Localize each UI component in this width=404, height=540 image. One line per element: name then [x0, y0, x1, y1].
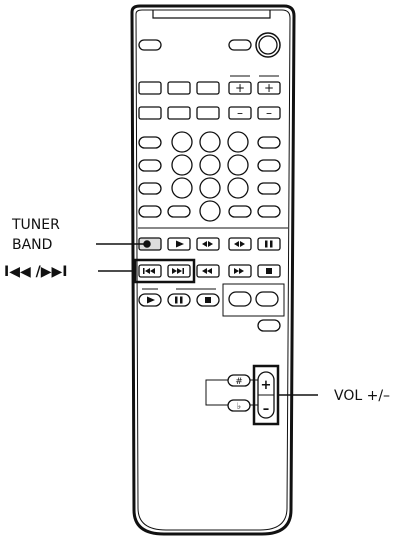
tuner-label: TUNER — [11, 217, 60, 233]
rect-button[interactable] — [138, 81, 162, 95]
oval-button[interactable] — [138, 205, 162, 218]
number-button[interactable] — [227, 131, 249, 153]
pause-icon — [270, 240, 273, 248]
flat-glyph: ♭ — [237, 402, 241, 412]
stop-icon — [205, 297, 211, 303]
seek-icon — [202, 241, 213, 247]
oval-button[interactable] — [228, 39, 252, 51]
transport-row-3 — [138, 283, 285, 332]
minus-button[interactable] — [257, 106, 281, 120]
plus-glyph: + — [235, 81, 245, 95]
rect-button[interactable] — [167, 81, 191, 95]
number-button[interactable] — [171, 154, 193, 176]
oval-button[interactable] — [138, 159, 162, 172]
oval-button[interactable] — [228, 291, 252, 307]
sharp-glyph: # — [235, 377, 243, 387]
oval-button[interactable] — [257, 205, 281, 218]
minus-glyph: – — [237, 106, 243, 120]
number-button[interactable] — [199, 131, 221, 153]
button-row-3 — [138, 106, 281, 120]
rect-button[interactable] — [196, 81, 220, 95]
tuner-band-callout-dot — [143, 240, 151, 248]
pause-icon — [180, 296, 183, 304]
oval-button[interactable] — [138, 39, 162, 51]
oval-button[interactable] — [138, 182, 162, 195]
volume-label: VOL +/– — [334, 388, 390, 404]
number-button[interactable] — [227, 177, 249, 199]
plus-button[interactable] — [257, 81, 281, 95]
pause-icon — [175, 296, 178, 304]
rewind-icon — [202, 268, 212, 274]
oval-button[interactable] — [257, 136, 281, 149]
play-icon — [147, 296, 155, 304]
rect-button[interactable] — [167, 106, 191, 120]
volume-plus-glyph: + — [261, 378, 272, 393]
callout-lines — [96, 240, 318, 396]
minus-glyph: – — [266, 106, 272, 120]
transport-row-2-icons — [143, 268, 272, 274]
button-row-2 — [138, 75, 281, 95]
plus-button[interactable] — [228, 81, 252, 95]
number-button[interactable] — [199, 200, 221, 222]
rect-button[interactable] — [138, 106, 162, 120]
top-row-buttons — [138, 32, 281, 58]
minus-button[interactable] — [228, 106, 252, 120]
plus-glyph: + — [264, 81, 274, 95]
play-icon — [176, 240, 184, 248]
band-label: BAND — [12, 237, 52, 253]
fast-forward-icon — [234, 268, 244, 274]
side-panel — [222, 283, 285, 317]
volume-minus-glyph: – — [263, 402, 270, 417]
number-button[interactable] — [227, 154, 249, 176]
number-button[interactable] — [199, 177, 221, 199]
transport-row-1-icons — [176, 240, 273, 248]
seek-icon — [234, 241, 245, 247]
next-track-icon — [172, 268, 184, 274]
oval-button[interactable] — [257, 159, 281, 172]
number-button[interactable] — [199, 154, 221, 176]
transport-row-1 — [138, 237, 281, 251]
number-button[interactable] — [171, 131, 193, 153]
prev-track-icon — [143, 268, 155, 274]
oval-button[interactable] — [228, 205, 252, 218]
power-button-inner — [258, 35, 278, 55]
skip-label: I◀◀ /▶▶I — [4, 264, 67, 280]
oval-button[interactable] — [257, 319, 281, 332]
pause-button[interactable] — [257, 237, 281, 251]
number-button[interactable] — [171, 177, 193, 199]
pause-button-oval[interactable] — [167, 293, 191, 307]
number-pad — [138, 131, 281, 222]
stop-icon — [266, 268, 272, 274]
oval-button[interactable] — [255, 291, 279, 307]
rect-button[interactable] — [196, 106, 220, 120]
transport-row-3-icons — [147, 296, 211, 304]
oval-button[interactable] — [138, 136, 162, 149]
oval-button[interactable] — [167, 205, 191, 218]
oval-button[interactable] — [257, 182, 281, 195]
pause-icon — [265, 240, 268, 248]
